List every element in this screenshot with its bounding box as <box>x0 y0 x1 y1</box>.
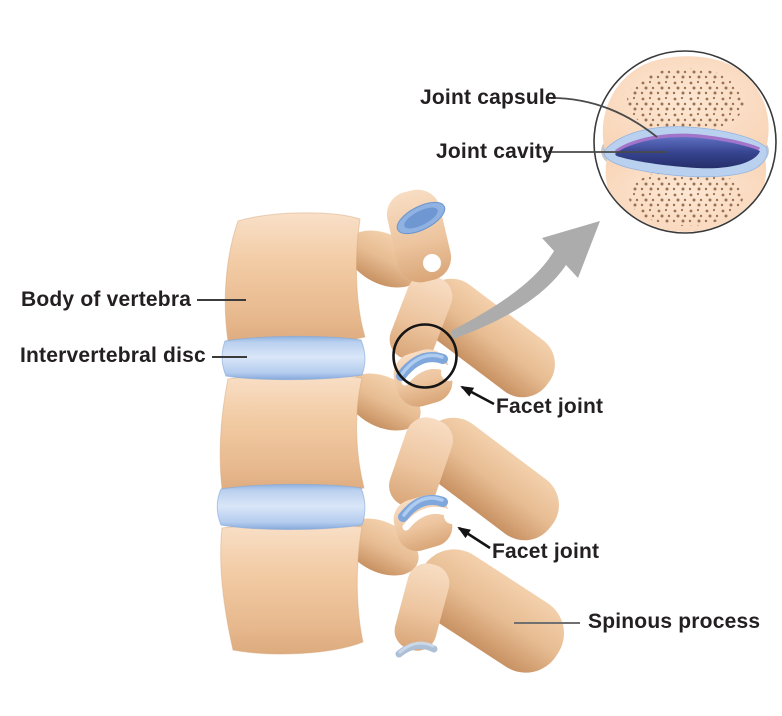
inferior-articular-process-3 <box>394 563 450 651</box>
intervertebral-disc-2 <box>216 483 366 530</box>
vertebral-body-1 <box>224 212 366 346</box>
facet-joint-arrow-lower <box>457 526 491 550</box>
spinous-process-vertebra-3 <box>416 549 564 673</box>
inset-joint-detail <box>593 50 777 234</box>
label-facet-joint-upper: Facet joint <box>496 395 604 418</box>
label-joint-cavity: Joint cavity <box>436 140 554 163</box>
facet-joint-circle-annotation <box>392 323 458 389</box>
label-spinous-process: Spinous process <box>588 610 761 633</box>
vertebral-bodies <box>219 212 366 655</box>
label-intervertebral-disc: Intervertebral disc <box>20 344 206 367</box>
facet-joint-arrow-upper <box>460 385 495 406</box>
facet-joint-spaces <box>401 361 450 531</box>
transverse-process-vertebra-2 <box>419 417 559 541</box>
vertebral-body-3 <box>220 522 364 655</box>
label-body-of-vertebra: Body of vertebra <box>21 288 192 311</box>
label-joint-capsule: Joint capsule <box>420 86 557 109</box>
inset-joint-cavity <box>615 137 760 169</box>
intervertebral-disc-1 <box>221 335 366 381</box>
facet-cartilage <box>395 352 448 658</box>
inferior-articular-process-1 <box>389 274 453 362</box>
label-facet-joint-lower: Facet joint <box>492 540 600 563</box>
superior-facet-surface <box>396 201 446 235</box>
transverse-process-vertebra-1 <box>419 278 555 398</box>
intervertebral-discs <box>216 335 366 530</box>
lower-bone-speckles <box>629 168 743 226</box>
joint-capsule-leader-line <box>550 97 658 138</box>
upper-bone-speckles <box>627 68 745 134</box>
leader-lines <box>197 97 667 624</box>
inferior-articular-process-2 <box>389 417 453 509</box>
magnifier-arrow <box>451 221 600 339</box>
vertebral-body-2 <box>219 373 365 495</box>
spine-posterior-elements <box>343 189 564 673</box>
